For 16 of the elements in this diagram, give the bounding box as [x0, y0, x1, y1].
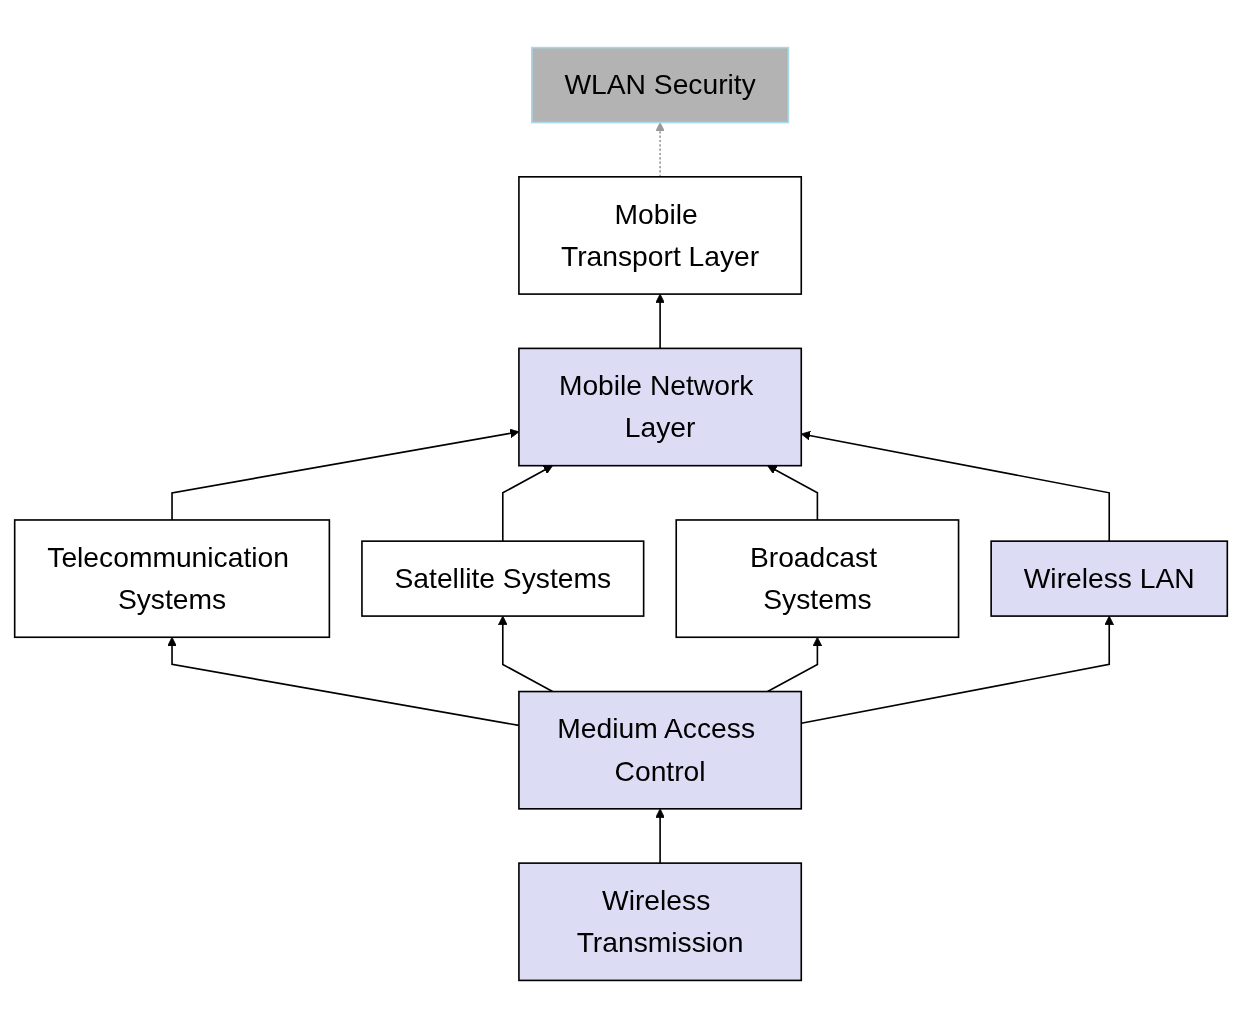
arrow	[498, 615, 554, 693]
node-box: Wireless Transmission	[518, 862, 803, 982]
node-box: Wireless LAN	[990, 540, 1229, 617]
node-box: Medium Access Control	[518, 690, 803, 810]
arrow	[766, 636, 823, 693]
arrow	[501, 465, 553, 542]
node-box: Mobile Transport Layer	[518, 176, 803, 295]
arrow	[655, 808, 665, 864]
node-box: Mobile Network Layer	[518, 347, 803, 467]
node-box: WLAN Security	[531, 46, 790, 124]
arrow	[767, 465, 819, 521]
node-box: Satellite Systems	[361, 540, 645, 617]
node-box: Broadcast Systems	[675, 519, 960, 639]
node-box: Telecommunication Systems	[13, 519, 331, 639]
arrow	[655, 122, 665, 178]
arrow	[655, 293, 665, 350]
